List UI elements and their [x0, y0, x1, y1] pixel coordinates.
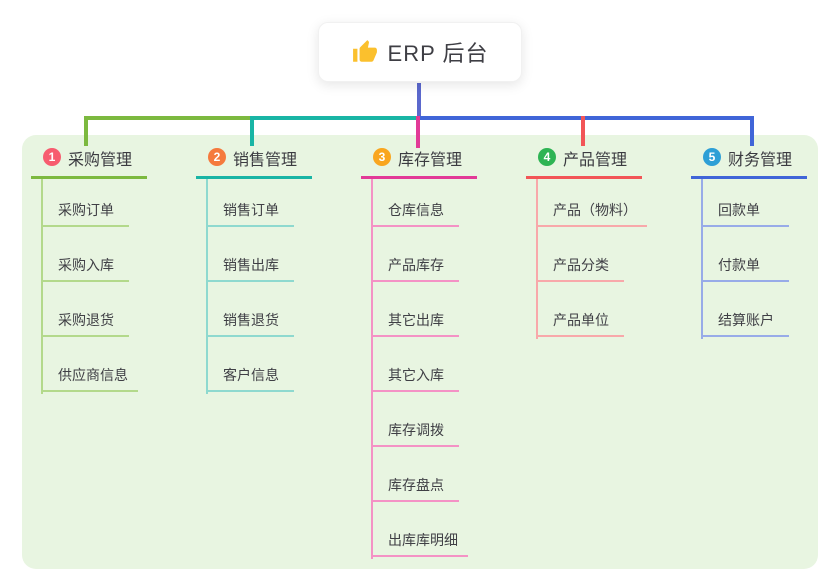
- branch2-drop-line: [250, 116, 254, 146]
- branch-children-line: [536, 179, 538, 339]
- root-connector-line: [417, 83, 421, 116]
- branch-node-sales[interactable]: 2 销售管理: [196, 145, 312, 179]
- branch-label: 财务管理: [728, 152, 793, 169]
- child-node[interactable]: 库存盘点: [371, 464, 459, 502]
- child-node[interactable]: 采购入库: [41, 244, 129, 282]
- child-node[interactable]: 产品分类: [536, 244, 624, 282]
- branch-number-badge: 5: [703, 148, 721, 166]
- branch-finance: 5 财务管理 回款单 付款单 结算账户: [691, 145, 807, 339]
- branch-node-purchase[interactable]: 1 采购管理: [31, 145, 147, 179]
- child-node[interactable]: 回款单: [701, 189, 789, 227]
- branch-label: 采购管理: [68, 152, 133, 169]
- child-node[interactable]: 结算账户: [701, 299, 789, 337]
- child-node[interactable]: 产品库存: [371, 244, 459, 282]
- branch-inventory: 3 库存管理 仓库信息 产品库存 其它出库 其它入库 库存调拨 库存盘点 出库库…: [361, 145, 477, 559]
- branch-purchase: 1 采购管理 采购订单 采购入库 采购退货 供应商信息: [31, 145, 147, 394]
- branch-children-line: [41, 179, 43, 394]
- branch-label: 销售管理: [233, 152, 298, 169]
- root-node-title: ERP 后台: [387, 41, 489, 66]
- branch4-drop-line: [581, 116, 585, 146]
- branch-children-line: [371, 179, 373, 559]
- child-node[interactable]: 付款单: [701, 244, 789, 282]
- child-node[interactable]: 其它入库: [371, 354, 459, 392]
- child-node[interactable]: 供应商信息: [41, 354, 138, 392]
- branch-node-finance[interactable]: 5 财务管理: [691, 145, 807, 179]
- child-node[interactable]: 产品单位: [536, 299, 624, 337]
- child-node[interactable]: 其它出库: [371, 299, 459, 337]
- branch1-drop-line: [84, 116, 88, 146]
- bus-line-left: [84, 116, 252, 120]
- child-node[interactable]: 仓库信息: [371, 189, 459, 227]
- branch-number-badge: 3: [373, 148, 391, 166]
- bus-line-middle: [252, 116, 419, 120]
- branch-number-badge: 2: [208, 148, 226, 166]
- child-node[interactable]: 客户信息: [206, 354, 294, 392]
- branch-sales: 2 销售管理 销售订单 销售出库 销售退货 客户信息: [196, 145, 312, 394]
- branch-children-line: [701, 179, 703, 339]
- branch5-drop-line: [750, 116, 754, 146]
- thumbs-up-icon: [352, 39, 378, 65]
- branch-number-badge: 1: [43, 148, 61, 166]
- branch-children-line: [206, 179, 208, 394]
- child-node[interactable]: 采购订单: [41, 189, 129, 227]
- child-node[interactable]: 采购退货: [41, 299, 129, 337]
- bus-line-right: [419, 116, 752, 120]
- child-node[interactable]: 出库库明细: [371, 519, 468, 557]
- background-panel: [22, 135, 818, 569]
- child-node[interactable]: 销售出库: [206, 244, 294, 282]
- branch-label: 库存管理: [398, 152, 463, 169]
- branch-label: 产品管理: [563, 152, 628, 169]
- child-node[interactable]: 产品（物料）: [536, 189, 647, 227]
- branch-node-product[interactable]: 4 产品管理: [526, 145, 642, 179]
- branch-product: 4 产品管理 产品（物料） 产品分类 产品单位: [526, 145, 647, 339]
- branch-node-inventory[interactable]: 3 库存管理: [361, 145, 477, 179]
- branch3-drop-line: [416, 116, 420, 148]
- child-node[interactable]: 销售订单: [206, 189, 294, 227]
- child-node[interactable]: 库存调拨: [371, 409, 459, 447]
- root-node[interactable]: ERP 后台: [318, 22, 522, 82]
- branch-number-badge: 4: [538, 148, 556, 166]
- child-node[interactable]: 销售退货: [206, 299, 294, 337]
